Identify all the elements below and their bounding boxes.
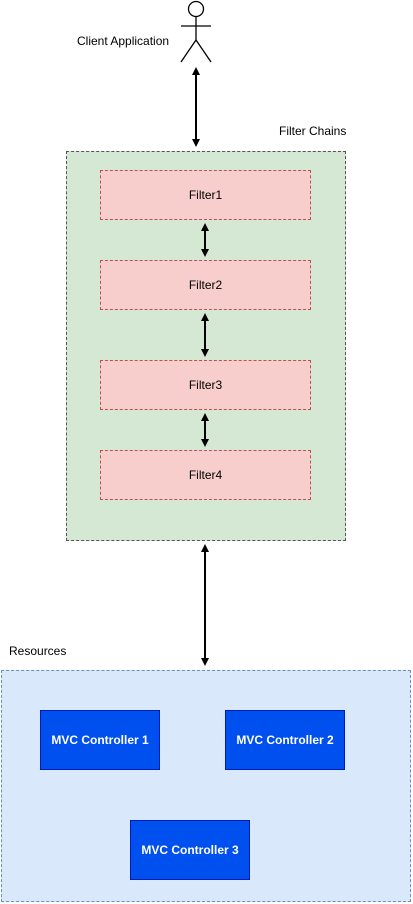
stick-figure-actor-icon xyxy=(180,0,212,63)
filter-2-label: Filter2 xyxy=(188,278,223,292)
filter-1-label: Filter1 xyxy=(188,188,223,202)
filter-2-box: Filter2 xyxy=(100,260,311,310)
filter-4-label: Filter4 xyxy=(188,468,223,482)
filter-1-box: Filter1 xyxy=(100,170,311,220)
filter-3-box: Filter3 xyxy=(100,360,311,410)
mvc-controller-3-box: MVC Controller 3 xyxy=(130,820,250,880)
mvc-controller-3-label: MVC Controller 3 xyxy=(141,843,239,857)
filter-4-box: Filter4 xyxy=(100,450,311,500)
mvc-controller-2-box: MVC Controller 2 xyxy=(225,710,345,770)
filter-3-label: Filter3 xyxy=(188,378,223,392)
filter-chains-label: Filter Chains xyxy=(279,124,347,138)
mvc-controller-1-label: MVC Controller 1 xyxy=(51,733,149,747)
mvc-controller-2-label: MVC Controller 2 xyxy=(236,733,334,747)
client-application-label: Client Application xyxy=(77,34,170,48)
mvc-controller-1-box: MVC Controller 1 xyxy=(40,710,160,770)
resources-label: Resources xyxy=(9,644,67,658)
